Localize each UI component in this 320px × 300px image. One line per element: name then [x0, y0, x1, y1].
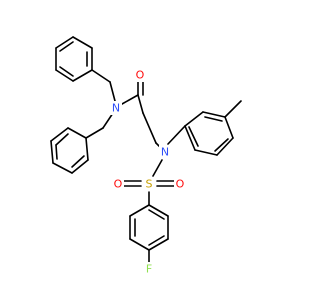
bond: [59, 66, 74, 77]
bond: [50, 127, 69, 142]
molecule-structure: N O N S O O F: [50, 36, 242, 276]
bond: [148, 204, 169, 217]
bond: [137, 94, 144, 114]
bond: [102, 112, 114, 129]
bond: [109, 81, 116, 102]
bond: [72, 36, 93, 49]
atom-label: N: [112, 102, 120, 115]
bond: [72, 69, 93, 82]
atom-label: S: [146, 178, 153, 191]
bond: [55, 36, 74, 49]
bond: [59, 41, 74, 52]
bond: [184, 125, 196, 151]
bond: [184, 111, 204, 127]
bond: [148, 209, 165, 220]
bond: [85, 137, 89, 161]
bond: [55, 133, 69, 146]
atom-label: O: [114, 178, 123, 191]
bond: [148, 235, 165, 246]
bond: [148, 238, 169, 251]
bond: [55, 144, 58, 160]
bond: [129, 204, 150, 217]
bond: [52, 162, 73, 174]
atom-label: O: [176, 178, 185, 191]
bond: [224, 116, 234, 139]
bond: [167, 125, 186, 145]
bond: [188, 126, 199, 147]
bond: [224, 100, 242, 118]
bond: [142, 112, 157, 144]
bond: [71, 159, 89, 174]
atom-label: O: [136, 69, 145, 82]
bond: [194, 149, 218, 156]
bond: [152, 159, 163, 177]
atom-label: N: [161, 146, 169, 159]
bond: [204, 116, 223, 122]
bond: [50, 140, 54, 164]
atom-label: F: [146, 263, 152, 276]
bond: [129, 238, 150, 251]
bond: [91, 69, 111, 83]
bond: [216, 137, 234, 156]
bond: [55, 69, 74, 82]
bond: [67, 127, 87, 139]
bond: [202, 111, 226, 118]
bond: [214, 138, 229, 152]
bond: [71, 155, 85, 168]
bond: [85, 127, 104, 139]
bond: [121, 94, 139, 105]
atom-label-layer: N O N S O O F: [110, 68, 186, 276]
bond-layer: [50, 36, 242, 263]
